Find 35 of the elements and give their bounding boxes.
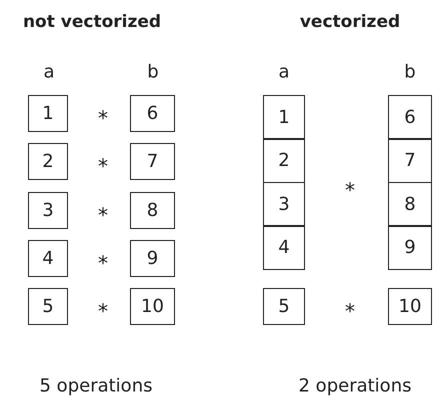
text-label: 2 operations	[298, 376, 412, 396]
number-cell: 8	[388, 182, 432, 226]
number-cell: 10	[388, 288, 432, 325]
multiply-sign: *	[98, 106, 108, 130]
text-label: b	[147, 62, 159, 82]
number-cell: 9	[130, 240, 175, 277]
number-cell: 4	[263, 226, 305, 270]
number-cell: 3	[263, 182, 305, 226]
number-cell: 1	[263, 95, 305, 139]
number-cell: 9	[388, 226, 432, 270]
text-label: b	[404, 62, 416, 82]
number-cell: 5	[263, 288, 305, 325]
number-cell: 3	[28, 192, 68, 229]
number-cell: 6	[388, 95, 432, 139]
number-cell: 1	[28, 95, 68, 132]
multiply-sign: *	[345, 178, 355, 202]
multiply-sign: *	[98, 251, 108, 275]
number-cell: 10	[130, 288, 175, 325]
number-cell: 2	[28, 143, 68, 180]
multiply-sign: *	[98, 203, 108, 227]
multiply-sign: *	[98, 299, 108, 323]
number-cell: 4	[28, 240, 68, 277]
text-label: a	[43, 62, 55, 82]
number-cell: 7	[388, 138, 432, 182]
number-cell: 2	[263, 138, 305, 182]
text-label: 5 operations	[40, 376, 152, 396]
number-cell: 8	[130, 192, 175, 229]
text-label: a	[278, 62, 290, 82]
number-cell: 5	[28, 288, 68, 325]
section-heading: not vectorized	[22, 12, 162, 32]
number-cell: 6	[130, 95, 175, 132]
number-cell: 7	[130, 143, 175, 180]
section-heading: vectorized	[300, 12, 400, 32]
multiply-sign: *	[98, 154, 108, 178]
multiply-sign: *	[345, 299, 355, 323]
